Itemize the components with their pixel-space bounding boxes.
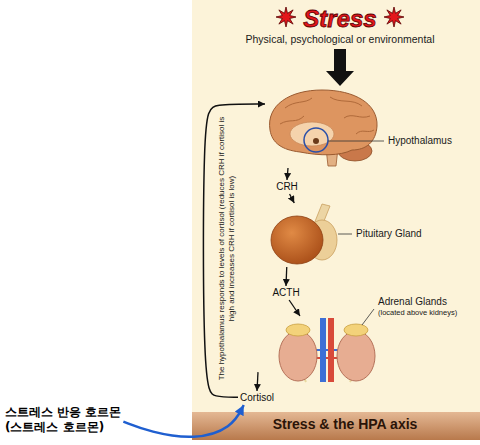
kidney [337,331,375,381]
star-left [276,7,296,27]
pituitary-illustration [271,204,352,264]
part-label: Hypothalamus [388,135,452,147]
hormone-node: CRH [274,180,300,194]
flow-arrow [123,405,243,437]
flow-arrow [257,372,258,391]
flow-arrow [289,300,300,316]
adrenal-gland [286,324,310,336]
stress-subtitle: Physical, psychological or environmental [245,33,434,46]
leader-line [328,141,384,142]
hypothalamus-dot [313,138,319,144]
label-group: Pituitary Gland [356,228,422,240]
label-group: Hypothalamus [388,135,452,147]
stress-title: Stress [245,5,434,33]
hormone-name: CRH [276,181,298,193]
flow-arrow [287,168,288,180]
part-label: Pituitary Gland [356,228,422,240]
adrenal-region: Adrenal Glands(located above kidneys) [258,316,398,382]
flow-arrow [290,194,295,203]
hormone-node: Cortisol [238,391,276,405]
label-group: Adrenal Glands(located above kidneys) [378,296,457,317]
hormone-name: Cortisol [240,392,274,404]
adrenal-gland [344,324,368,336]
figure-title: Stress & the HPA axis [273,415,418,433]
part-label: Adrenal Glands [378,296,457,308]
hormone-node: ACTH [270,286,301,300]
cerebrum [270,90,377,155]
leader-line [338,234,352,235]
aorta [328,318,334,382]
hormone-name: ACTH [272,287,299,299]
annotation-note: 스트레스 반응 호르몬(스트레스 호르몬) [3,404,123,436]
feedback-note: The hypothalamus responds to levels of c… [217,114,236,382]
hypothalamus-circle [304,128,328,152]
star-right [384,7,404,27]
title-band [192,412,480,440]
part-note: (located above kidneys) [378,308,457,317]
brain-illustration [270,90,384,166]
korean-note: (스트레스 호르몬) [5,420,121,435]
flow-arrow [203,104,265,397]
stress-heading: StressPhysical, psychological or environ… [243,4,436,47]
korean-note: 스트레스 반응 호르몬 [5,405,121,420]
block-arrow [326,49,354,86]
flow-arrow [285,267,287,286]
anterior-lobe [271,216,323,264]
pituitary-region: Pituitary Gland [268,203,343,267]
brain-region: Hypothalamus [265,88,380,168]
leader-line [362,309,374,325]
panel-background [192,0,480,412]
kidney [279,331,317,381]
kidney-illustration [279,309,375,382]
vena-cava [320,318,326,382]
